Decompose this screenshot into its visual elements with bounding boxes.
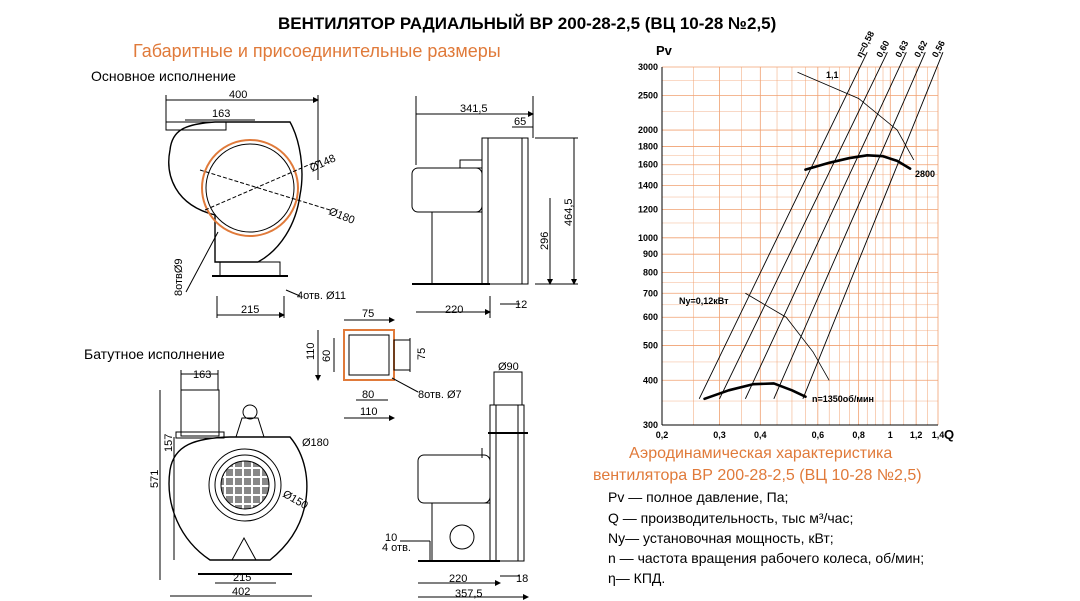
dim-12: 12: [515, 299, 527, 311]
dim-tramp-holes4: 4 отв.: [382, 542, 411, 554]
dim-tramp-357: 357,5: [455, 588, 483, 600]
y-tick-label: 2000: [638, 125, 658, 135]
aero-chart: 0,2 0,3 0,4 0,6 0,8 1 1,2 1,4 3000 2500 2000 1800 16…: [638, 29, 954, 442]
efficiency-line: [698, 51, 868, 400]
efficiency-line: [773, 52, 926, 400]
dim-464: 464,5: [563, 198, 575, 226]
annotation: Ny=0,12кВт: [679, 296, 729, 306]
x-tick-label: 1,4: [932, 430, 945, 440]
dim-65: 65: [514, 116, 526, 128]
power-arc: [745, 292, 830, 381]
x-tick-label: 0,4: [754, 430, 767, 440]
legend-n: n — частота вращения рабочего колеса, об…: [608, 550, 925, 566]
dim-tramp-d90: Ø90: [498, 361, 519, 373]
y-tick-label: 900: [643, 249, 658, 259]
efficiency-line: [744, 51, 907, 400]
dim-holes7: 8отв. Ø7: [418, 389, 462, 401]
dim-tramp-571: 571: [149, 470, 161, 488]
y-tick-label: 500: [643, 341, 658, 351]
y-tick-label: 1000: [638, 233, 658, 243]
chart-grid: [661, 66, 939, 426]
power-arc: [797, 71, 915, 161]
x-tick-label: 0,3: [713, 430, 726, 440]
efficiency-label: 0,56: [930, 39, 947, 59]
y-tick-label: 600: [643, 312, 658, 322]
y-tick-label: 2500: [638, 90, 658, 100]
dim-flange-75-top: 75: [362, 308, 374, 320]
dim-215: 215: [241, 304, 259, 316]
x-tick-label: 1: [888, 430, 893, 440]
x-tick-label: 0,6: [812, 430, 825, 440]
page-title: ВЕНТИЛЯТОР РАДИАЛЬНЫЙ ВР 200-28-2,5 (ВЦ …: [278, 14, 777, 33]
y-tick-label: 300: [643, 420, 658, 430]
aero-title-line-2: вентилятора ВР 200-28-2,5 (ВЦ 10-28 №2,5…: [593, 467, 922, 484]
dim-tramp-163: 163: [193, 369, 211, 381]
y-tick-label: 1200: [638, 204, 658, 214]
series-curve: [804, 154, 912, 171]
efficiency-label: 0,62: [912, 39, 929, 59]
y-tick-label: 800: [643, 268, 658, 278]
dim-tramp-215: 215: [233, 572, 251, 584]
efficiency-label: 0,60: [874, 39, 891, 59]
y-axis-label: Pv: [656, 43, 673, 58]
dimensions-subtitle: Габаритные и присоединительные размеры: [133, 41, 501, 61]
legend-ny: Ny— установочная мощность, кВт;: [608, 530, 834, 546]
dim-341: 341,5: [460, 103, 488, 115]
dim-tramp-d180: Ø180: [302, 437, 329, 449]
efficiency-line: [802, 52, 944, 399]
trampoline-version-label: Батутное исполнение: [84, 346, 225, 362]
y-tick-label: 1600: [638, 160, 658, 170]
dim-tramp-10: 10: [385, 532, 397, 544]
y-tick-label: 1800: [638, 141, 658, 151]
dim-flange-80: 80: [362, 389, 374, 401]
x-tick-label: 1,2: [910, 430, 923, 440]
x-tick-label: 0,2: [656, 430, 669, 440]
legend-q: Q — производительность, тыс м³/час;: [608, 510, 854, 526]
legend-eta: η— КПД.: [608, 570, 666, 586]
y-tick-label: 700: [643, 288, 658, 298]
dim-tramp-d150: Ø150: [281, 488, 310, 512]
dim-tramp-18: 18: [516, 573, 528, 585]
dim-tramp-157: 157: [163, 434, 175, 452]
legend-pv: Pv — полное давление, Па;: [608, 489, 789, 505]
dim-220: 220: [445, 304, 463, 316]
series-curve: [703, 382, 807, 401]
dim-holes9: 8отвØ9: [173, 258, 185, 296]
aero-title-line-1: Аэродинамическая характеристика: [629, 445, 893, 462]
dim-d180: Ø180: [327, 206, 356, 227]
base-front-view: [165, 95, 331, 318]
annotation: n=1350об/мин: [812, 394, 874, 404]
dim-296: 296: [539, 232, 551, 250]
trampoline-side-view: [400, 371, 529, 600]
flange-view: [315, 317, 419, 421]
efficiency-line: [719, 51, 888, 400]
dim-163: 163: [212, 108, 230, 120]
y-tick-label: 1400: [638, 180, 658, 190]
dim-flange-75-right: 75: [416, 348, 428, 360]
x-tick-label: 0,8: [852, 430, 865, 440]
dim-flange-60: 60: [321, 350, 333, 362]
y-tick-label: 3000: [638, 62, 658, 72]
chart-ticks: 0,2 0,3 0,4 0,6 0,8 1 1,2 1,4 3000 2500 2000 1800 16…: [638, 43, 954, 442]
trampoline-front-view: [159, 370, 312, 597]
dim-flange-110b: 110: [360, 406, 378, 418]
efficiency-label: 0,63: [893, 39, 910, 59]
annotation: 2800: [915, 169, 935, 179]
annotation: 1,1: [826, 70, 839, 80]
y-tick-label: 400: [643, 375, 658, 385]
efficiency-label: η=0,58: [854, 29, 876, 59]
dim-d148: Ø148: [308, 152, 337, 174]
base-side-view: [411, 96, 578, 318]
base-version-label: Основное исполнение: [91, 68, 236, 84]
dim-400: 400: [229, 89, 247, 101]
dim-flange-110: 110: [305, 342, 317, 360]
dim-tramp-402: 402: [232, 586, 250, 598]
chart-series: [703, 154, 912, 401]
x-axis-label: Q: [944, 427, 954, 442]
dim-holes11: 4отв. Ø11: [297, 290, 346, 302]
dim-tramp-220: 220: [449, 573, 467, 585]
